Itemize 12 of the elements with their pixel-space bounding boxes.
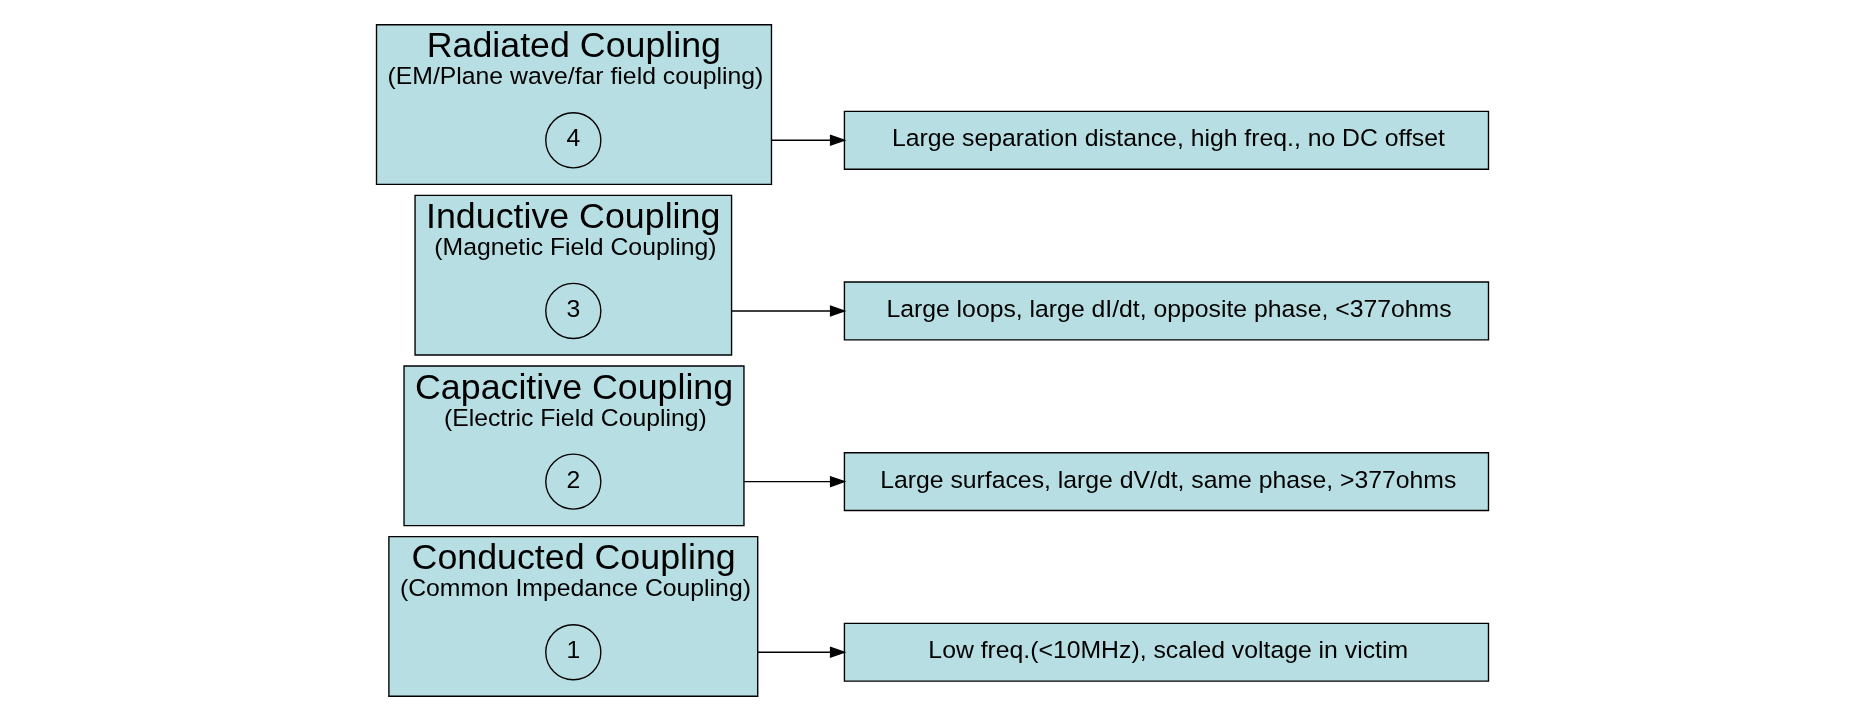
arrow bbox=[770, 134, 846, 147]
arrow bbox=[730, 305, 846, 317]
node-circle: 3 bbox=[544, 282, 602, 340]
node-box: Low freq.(<10MHz), scaled voltage in victim bbox=[843, 622, 1489, 682]
node-circle: 1 bbox=[544, 624, 602, 681]
arrow bbox=[756, 646, 846, 659]
node-box: Large loops, large dI/dt, opposite phase, <377ohms bbox=[843, 281, 1489, 341]
node-circle: 2 bbox=[544, 453, 602, 510]
node-box: Large separation distance, high freq., no DC offset bbox=[843, 110, 1489, 170]
node-circle: 4 bbox=[544, 112, 602, 169]
node-box: Large surfaces, large dV/dt, same phase, >377ohms bbox=[843, 452, 1489, 512]
arrow bbox=[742, 475, 846, 488]
